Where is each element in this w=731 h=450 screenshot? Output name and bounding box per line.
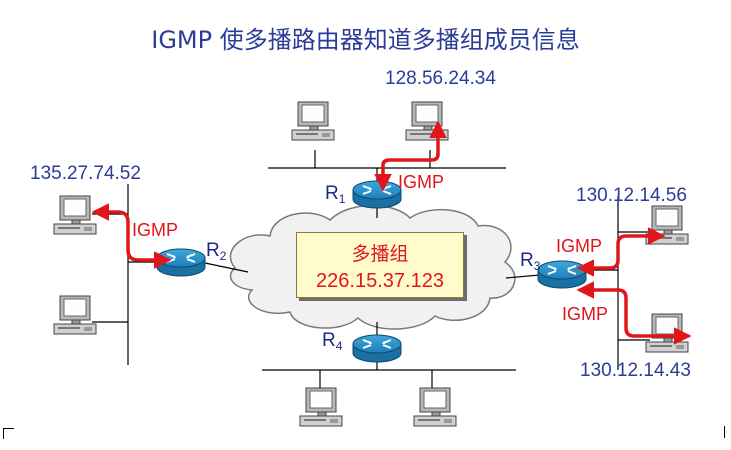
- igmp-arrow-left: [91, 203, 172, 269]
- router-label-r1: R1: [325, 183, 346, 206]
- router-label-r4: R4: [322, 330, 343, 353]
- igmp-label-left: IGMP: [132, 220, 179, 240]
- igmp-label-top: IGMP: [398, 172, 445, 192]
- computer-icon: [645, 313, 689, 353]
- router-icon: [352, 334, 402, 363]
- multicast-group-address: 226.15.37.123: [316, 270, 444, 292]
- r3-cloud-link: [505, 274, 541, 279]
- host-ip-right-lower: 130.12.14.43: [580, 360, 691, 381]
- igmp-arrow-right-upper: [576, 227, 666, 277]
- host-ip-top: 128.56.24.34: [385, 68, 496, 89]
- slide-edge-mark: [724, 426, 725, 438]
- diagram-title: IGMP 使多播路由器知道多播组成员信息: [151, 26, 580, 54]
- host-ip-left: 135.27.74.52: [30, 163, 141, 184]
- computer-icon: [645, 205, 689, 245]
- igmp-arrow-top: [374, 120, 447, 192]
- igmp-label-right-upper: IGMP: [556, 236, 603, 256]
- computer-icon: [405, 101, 449, 141]
- router-icon: [156, 248, 206, 277]
- router-icon: [537, 260, 587, 289]
- router-label-r2: R2: [206, 240, 227, 263]
- r2-cloud-link: [204, 262, 249, 273]
- router-icon: [352, 180, 402, 209]
- computer-icon: [413, 387, 457, 427]
- computer-icon: [299, 387, 343, 427]
- igmp-label-right-lower: IGMP: [562, 304, 609, 324]
- computer-icon: [291, 101, 335, 141]
- igmp-arrow-right-lower: [576, 281, 692, 345]
- multicast-group-box: 多播组 226.15.37.123: [296, 232, 464, 298]
- slide-corner-mark: [3, 428, 14, 439]
- computer-icon: [53, 295, 97, 335]
- host-ip-right-upper: 130.12.14.56: [576, 185, 687, 206]
- multicast-group-label: 多播组: [351, 243, 409, 265]
- computer-icon: [53, 195, 97, 235]
- router-label-r3: R3: [520, 250, 541, 273]
